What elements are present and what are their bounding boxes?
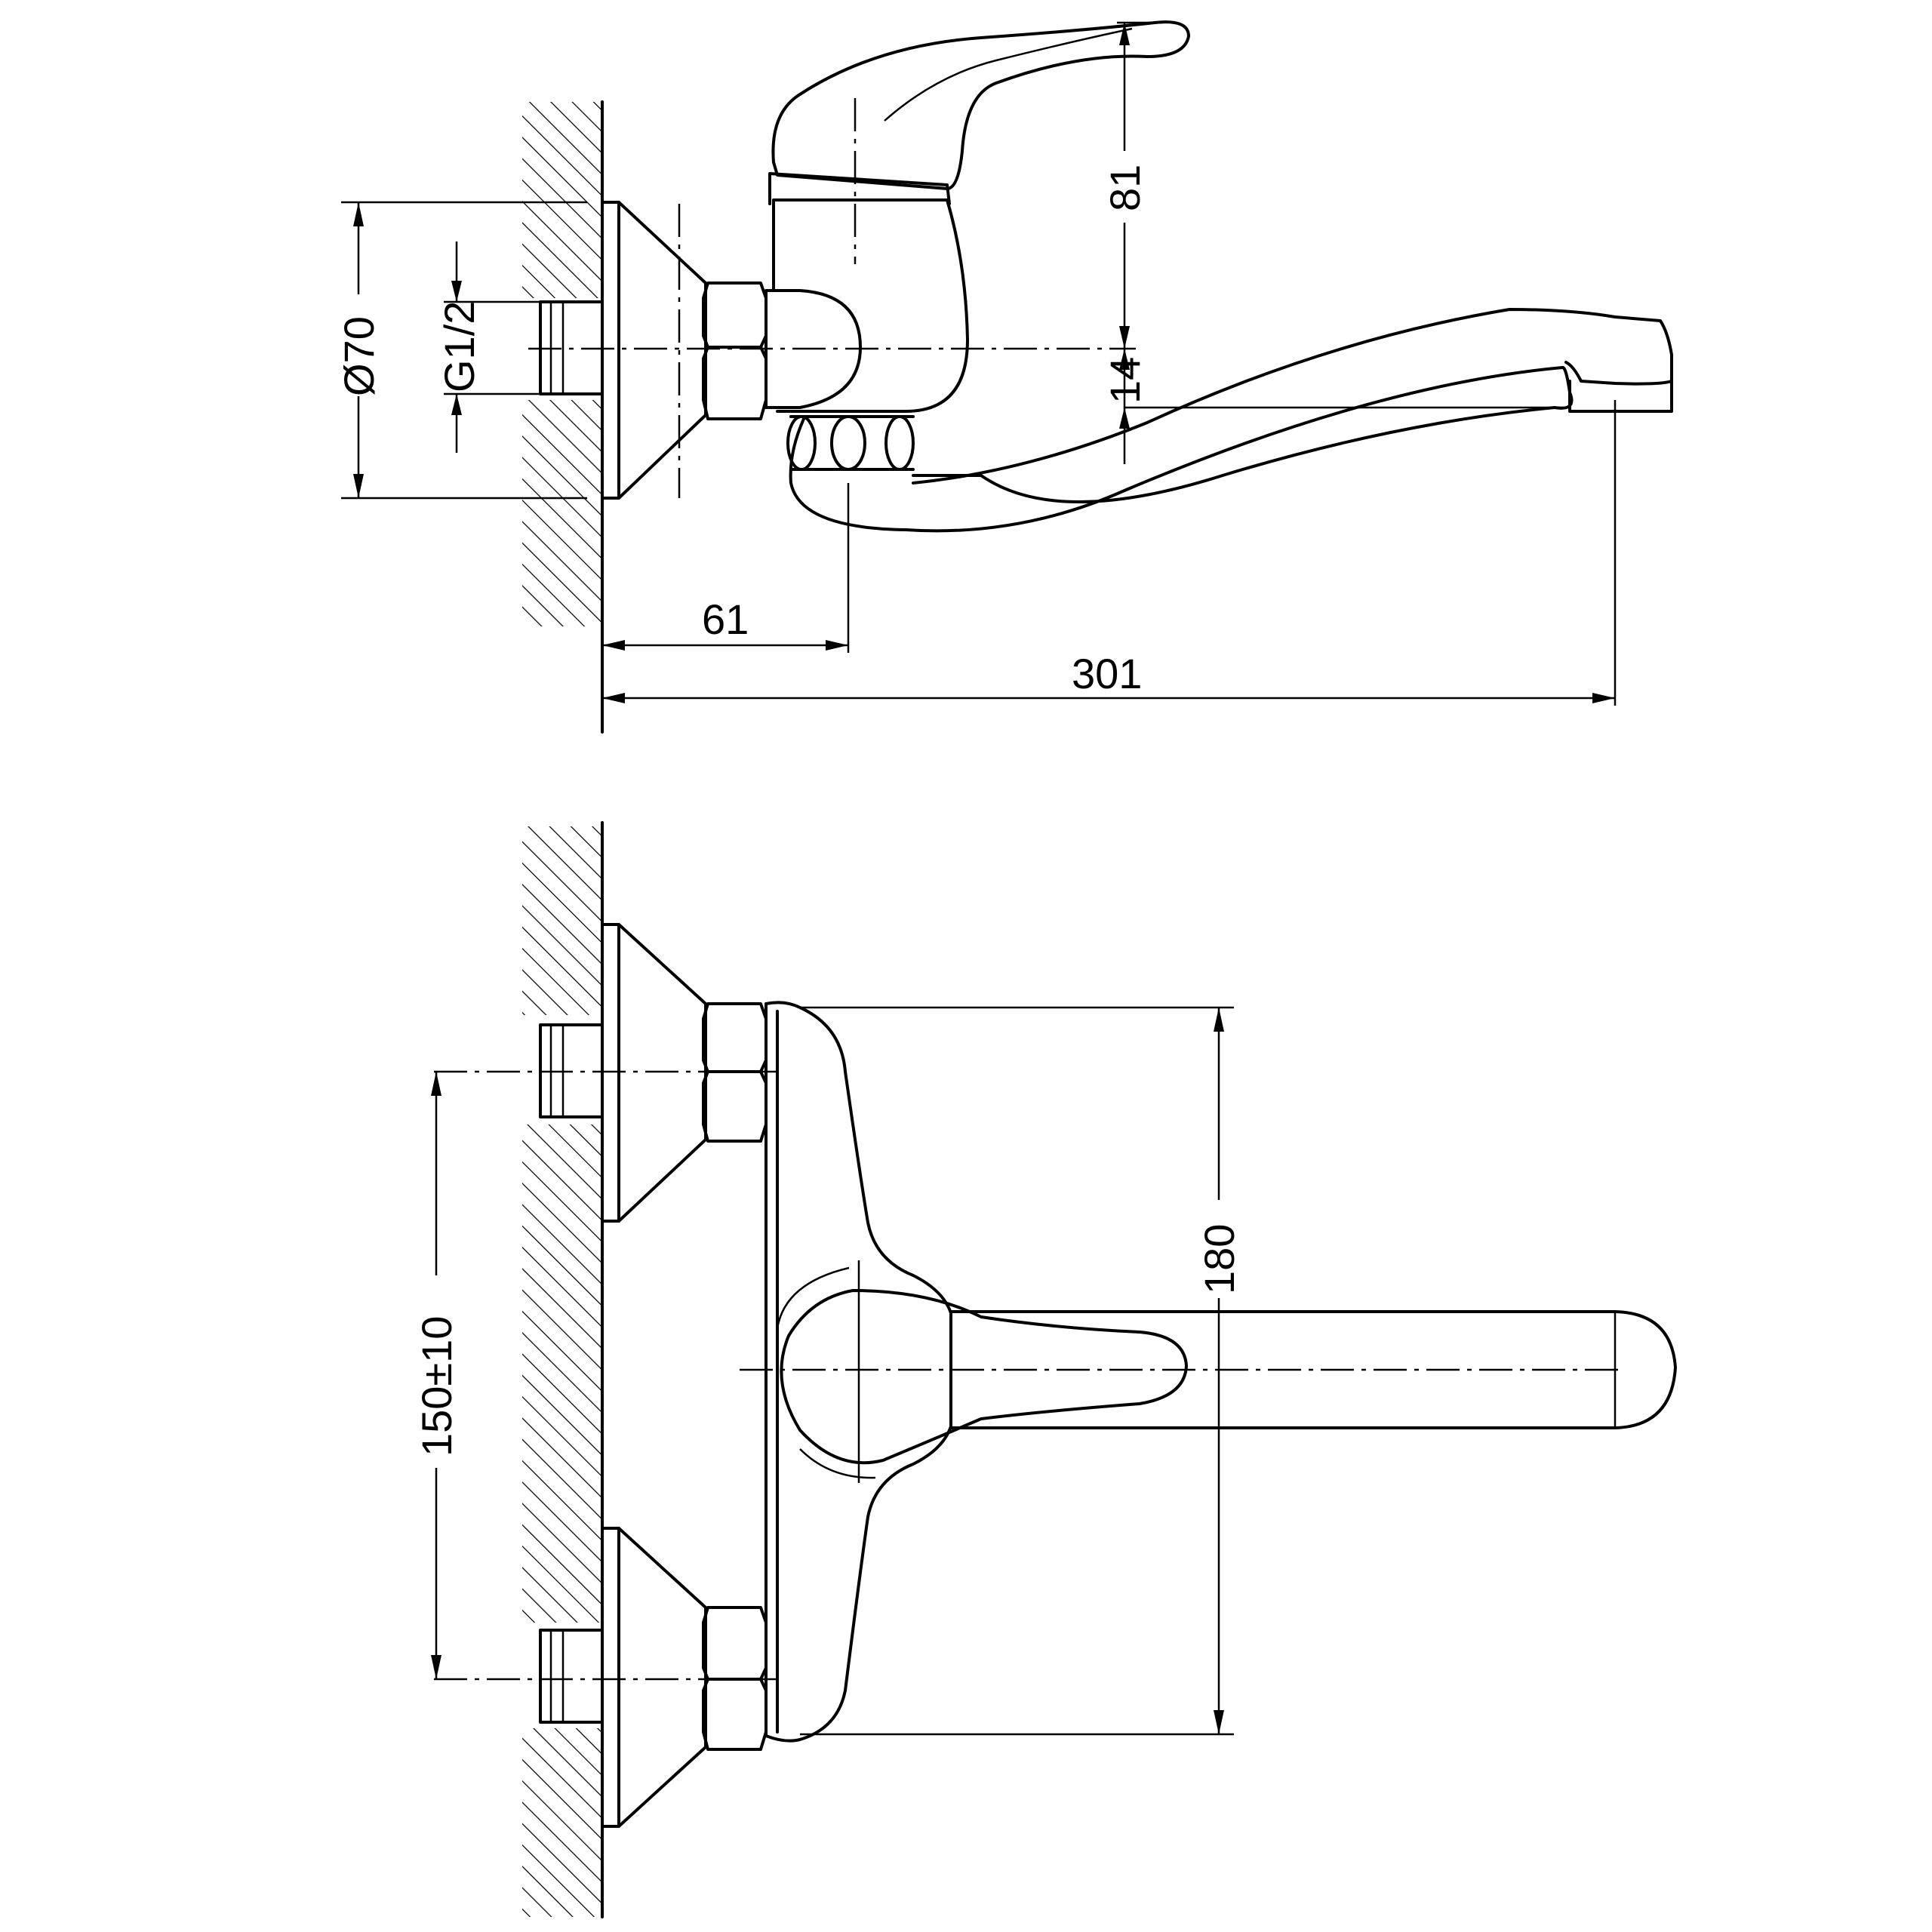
wall-section-front (522, 821, 604, 1918)
lever-front (776, 1260, 1677, 1483)
dim-handle-height: 81 (1101, 21, 1162, 349)
dim-thread: G1/2 (435, 242, 540, 453)
front-view: 150±10 180 (413, 821, 1677, 1918)
dim-spout-offset: 14 (1101, 349, 1570, 464)
dim-spout-offset-label: 14 (1101, 357, 1149, 404)
dim-diameter-label: Ø70 (335, 316, 383, 396)
dim-total-reach-label: 301 (1072, 650, 1142, 697)
dim-wall-to-body: 61 (602, 483, 850, 653)
dim-thread-label: G1/2 (435, 301, 483, 392)
inlet-lower-front (539, 1527, 768, 1828)
dim-wall-to-body-label: 61 (702, 595, 749, 643)
dim-handle-height-label: 81 (1101, 165, 1149, 211)
dim-diameter: Ø70 (335, 201, 587, 500)
lever-handle-side (771, 20, 1190, 190)
dim-body-height: 180 (800, 1006, 1243, 1736)
dim-total-reach: 301 (602, 400, 1617, 706)
hex-nut-side (702, 281, 768, 420)
side-view: Ø70 G1/2 81 14 (335, 20, 1673, 734)
dim-body-height-label: 180 (1195, 1224, 1243, 1294)
mixer-body-front (764, 1001, 952, 1743)
wall-section-side (522, 100, 604, 734)
mixer-body-side (764, 172, 1673, 533)
dim-centers: 150±10 (413, 1072, 460, 1679)
dim-centers-label: 150±10 (413, 1316, 460, 1457)
